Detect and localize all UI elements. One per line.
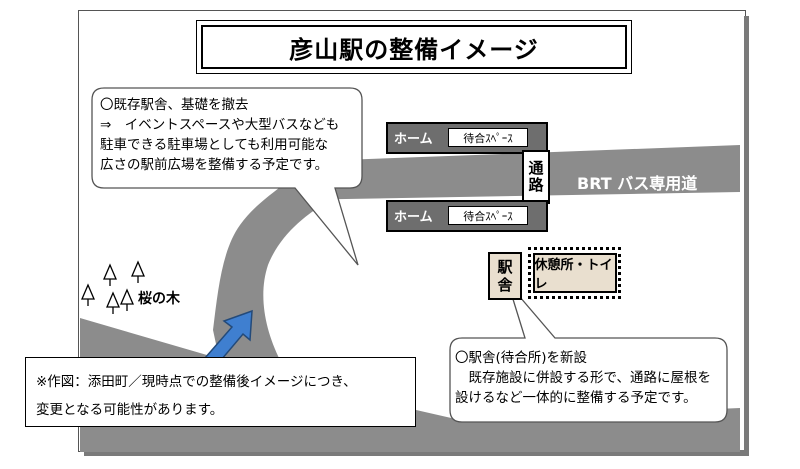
platform-bottom: ホーム 待合ｽﾍﾟｰｽ [386,200,548,232]
rest-area-building: 休憩所・トイレ [532,253,617,293]
tree-icon [120,288,134,311]
note-box: ※作図：添田町／現時点での整備後イメージにつき、 変更となる可能性があります。 [25,357,416,427]
tree-icon [103,263,117,286]
callout-top-text: 〇既存駅舎、基礎を撤去 ⇒ イベントスペースや大型バスなども 駐車できる駐車場と… [100,95,339,175]
note-line: 変更となる可能性があります。 [36,402,224,418]
tree-label: 桜の木 [138,291,180,307]
station-label-line2: 舎 [497,276,513,294]
passage: 通路 [522,150,550,204]
rest-area-outline: 休憩所・トイレ [528,247,621,299]
station-label-line1: 駅 [497,258,513,276]
callout-bottom-text: 〇駅舎(待合所)を新設 既存施設に併設する形で、通路に屋根を 設けるなど一体的に… [455,348,711,408]
page-title: 彦山駅の整備イメージ [201,25,627,69]
platform-top: ホーム 待合ｽﾍﾟｰｽ [386,122,548,154]
cherry-trees [81,260,145,314]
brt-road-label: BRT バス専用道 [577,174,698,193]
callout-top-line: 駐車できる駐車場としても利用可能な [100,137,329,153]
callout-bottom-line: 既存施設に併設する形で、通路に屋根を [455,370,711,386]
callout-top-line: 〇既存駅舎、基礎を撤去 [100,97,249,113]
canvas-shadow-bottom [84,450,749,456]
tree-icon [81,283,95,306]
tree-icon [106,291,120,314]
note-text: ※作図：添田町／現時点での整備後イメージにつき、 変更となる可能性があります。 [36,368,357,424]
brt-road [288,145,740,200]
callout-bottom-line: 〇駅舎(待合所)を新設 [455,350,588,366]
platform-top-label: ホーム [394,132,433,147]
note-line: ※作図：添田町／現時点での整備後イメージにつき、 [36,374,357,390]
platform-bottom-waiting: 待合ｽﾍﾟｰｽ [448,206,528,225]
canvas-shadow-right [744,16,749,456]
platform-top-waiting: 待合ｽﾍﾟｰｽ [448,128,528,147]
callout-bottom-bubble [449,282,728,423]
title-frame: 彦山駅の整備イメージ [196,20,632,74]
platform-bottom-label: ホーム [394,210,433,225]
station-building: 駅 舎 [488,252,522,300]
callout-top-line: ⇒ イベントスペースや大型バスなども [100,117,340,133]
callout-top-bubble [91,87,363,266]
callout-top-line: 広さの駅前広場を整備する予定です。 [100,157,329,173]
callout-bottom-line: 設けるなど一体的に整備する予定です。 [455,390,697,406]
tree-icon [131,260,145,283]
